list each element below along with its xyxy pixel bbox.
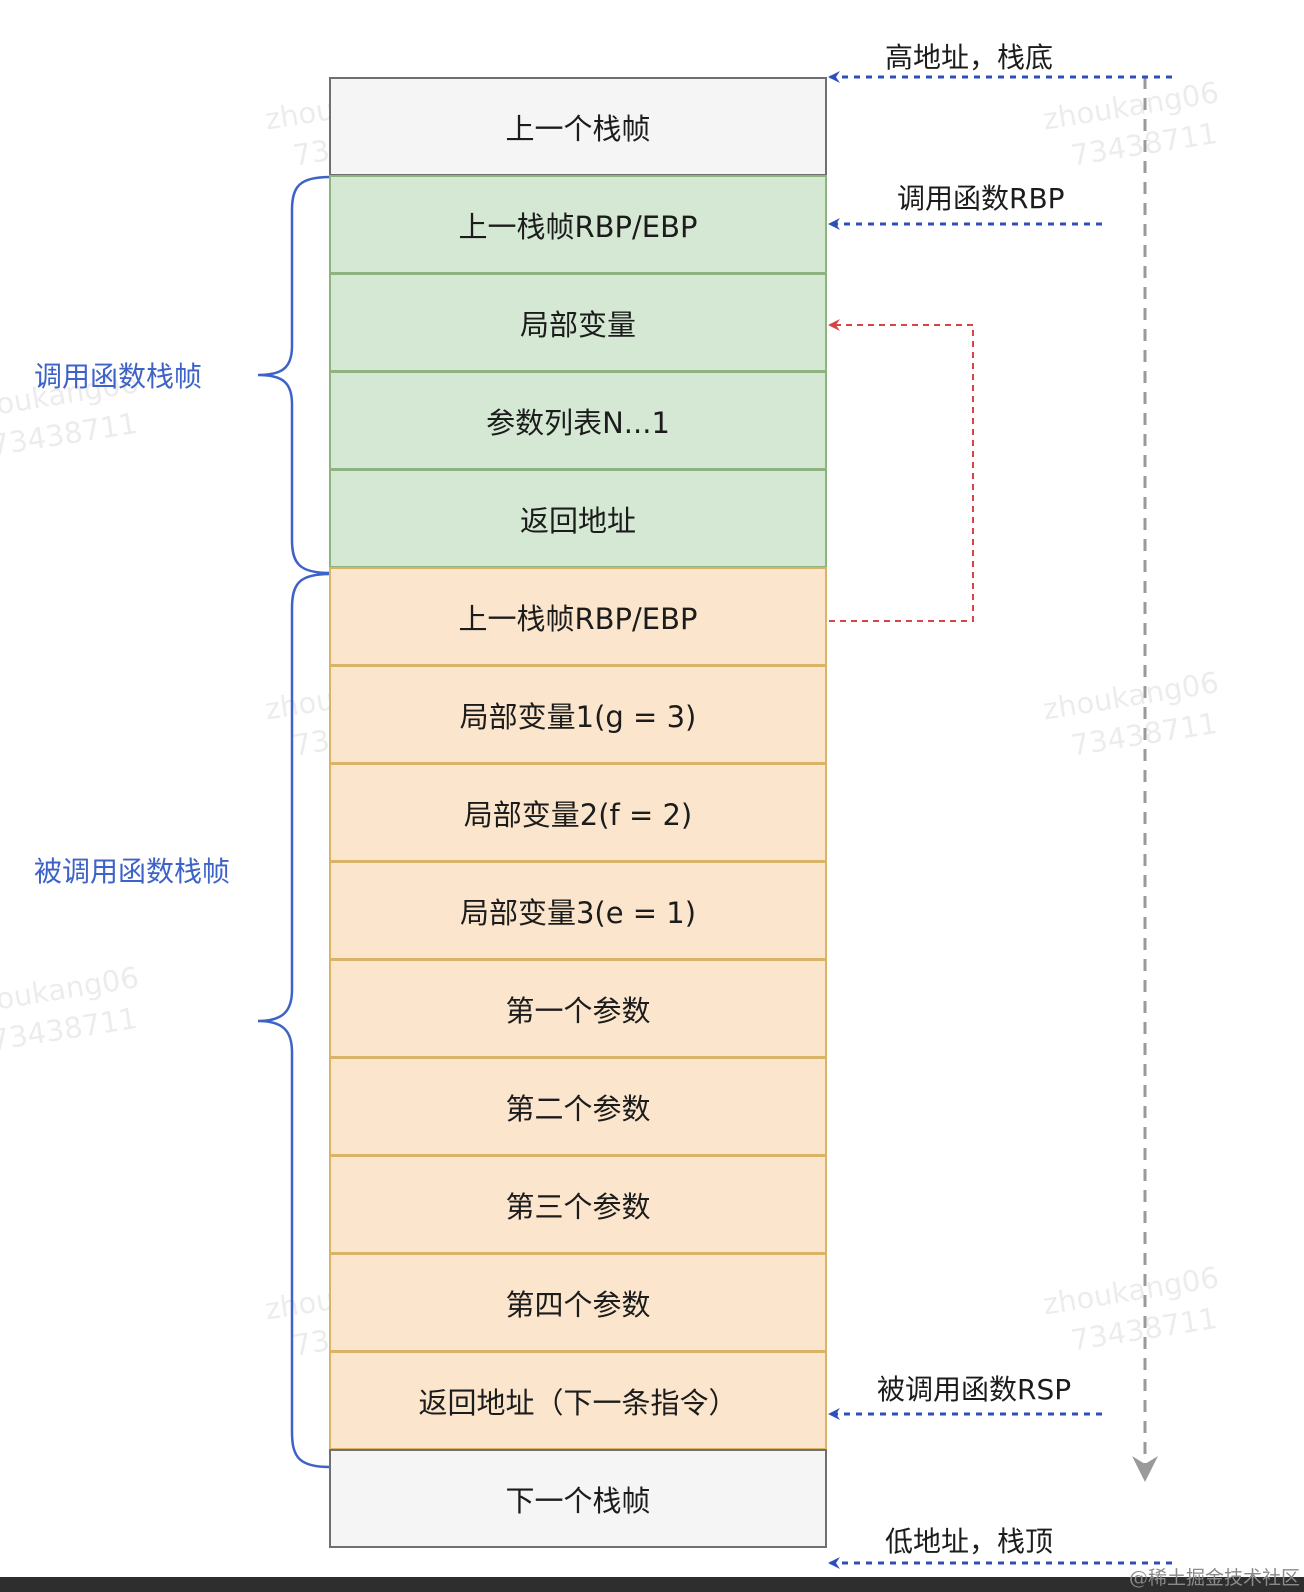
callee-rsp-label: 被调用函数RSP	[877, 1373, 1072, 1406]
stack-cell: 参数列表N...1	[329, 371, 827, 470]
stack-cell: 局部变量1(g = 3)	[329, 665, 827, 764]
stack-cell: 局部变量3(e = 1)	[329, 861, 827, 960]
high-address-label: 高地址，栈底	[885, 41, 1054, 74]
stack-cell: 第四个参数	[329, 1253, 827, 1352]
bottom-bar	[0, 1577, 1304, 1592]
stack-cell: 返回地址	[329, 469, 827, 568]
stack-cell: 上一栈帧RBP/EBP	[329, 567, 827, 666]
stack-cell: 第三个参数	[329, 1155, 827, 1254]
callee-frame-brace	[257, 572, 331, 1469]
stack-cell: 局部变量2(f = 2)	[329, 763, 827, 862]
stack-cell: 下一个栈帧	[329, 1449, 827, 1548]
stack-cell: 第一个参数	[329, 959, 827, 1058]
caller-rbp-label: 调用函数RBP	[897, 182, 1065, 215]
caller-frame-brace	[257, 175, 331, 575]
low-address-label: 低地址，栈顶	[885, 1525, 1054, 1558]
stack-cell: 上一个栈帧	[329, 77, 827, 176]
stack-cell: 第二个参数	[329, 1057, 827, 1156]
stack-cell: 返回地址（下一条指令）	[329, 1351, 827, 1450]
stack-cell: 上一栈帧RBP/EBP	[329, 175, 827, 274]
saved-rbp-link-arrow	[828, 319, 974, 622]
callee-frame-label: 被调用函数栈帧	[34, 855, 231, 888]
stack-cell: 局部变量	[329, 273, 827, 372]
caller-frame-label: 调用函数栈帧	[34, 360, 203, 393]
source-credit: @稀土掘金技术社区	[1128, 1567, 1300, 1589]
